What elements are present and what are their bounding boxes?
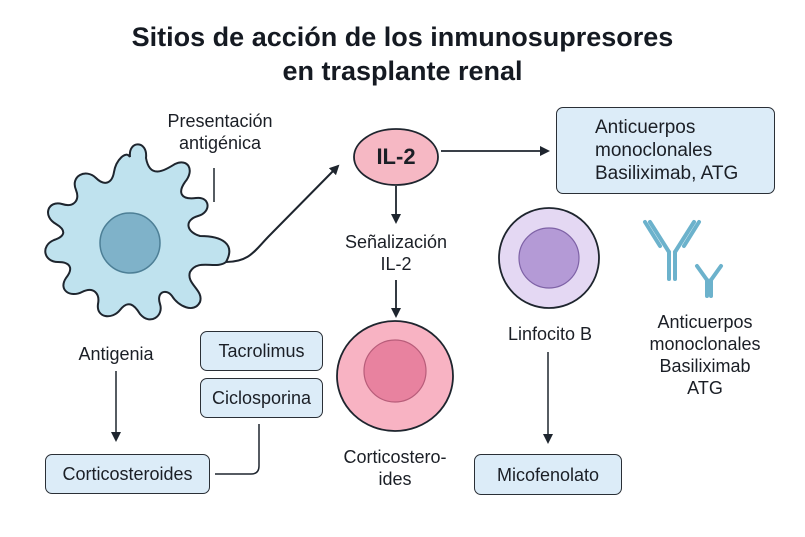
anticuerpos-box-line-2: monoclonales — [595, 140, 713, 161]
connector-ciclosporina-to-corticosteroides — [215, 424, 260, 475]
anticuerpos-label-line-1: Anticuerpos — [657, 312, 753, 332]
anticuerpos-box: Anticuerpos monoclonales Basiliximab, AT… — [556, 107, 775, 194]
anticuerpos-label-line-2: monoclonales — [649, 334, 761, 354]
senalizacion-line-1: Señalización — [344, 232, 448, 252]
senalizacion-label: Señalización IL-2 — [326, 231, 466, 275]
corticosteroides-cell-line-1: Corticostero- — [343, 447, 447, 467]
b-lymphocyte-icon — [498, 207, 600, 309]
diagram-title: Sitios de acción de los inmunosupresores… — [0, 20, 805, 88]
anticuerpos-label-line-3: Basiliximab — [659, 356, 751, 376]
il2-node — [353, 128, 439, 186]
anticuerpos-box-line-1: Anticuerpos — [595, 117, 696, 138]
presentacion-line-2: antigénica — [178, 133, 262, 153]
title-line-2: en trasplante renal — [282, 56, 523, 86]
anticuerpos-label-line-4: ATG — [687, 378, 723, 398]
presentacion-label: Presentación antigénica — [145, 110, 295, 154]
tacrolimus-box: Tacrolimus — [200, 331, 323, 371]
micofenolato-box: Micofenolato — [474, 454, 622, 495]
ciclosporina-box: Ciclosporina — [200, 378, 323, 418]
dendritic-cell-icon — [44, 143, 231, 321]
anticuerpos-label: Anticuerpos monoclonales Basiliximab ATG — [622, 311, 788, 399]
antigenia-label: Antigenia — [78, 344, 154, 364]
presentacion-line-1: Presentación — [167, 111, 273, 131]
corticosteroides-cell-line-2: ides — [378, 469, 412, 489]
title-line-1: Sitios de acción de los inmunosupresores — [131, 22, 674, 52]
arrow-dendritic-to-il2 — [225, 164, 340, 263]
corticosteroides-cell-label: Corticostero- ides — [325, 446, 465, 490]
antibody-icon — [643, 220, 723, 298]
il2-label: IL-2 — [376, 144, 416, 169]
anticuerpos-box-line-3: Basiliximab, ATG — [595, 163, 739, 184]
linfocito-b-label: Linfocito B — [507, 324, 593, 344]
corticosteroides-box: Corticosteroides — [45, 454, 210, 494]
senalizacion-line-2: IL-2 — [380, 254, 412, 274]
t-cell-icon — [336, 320, 454, 432]
